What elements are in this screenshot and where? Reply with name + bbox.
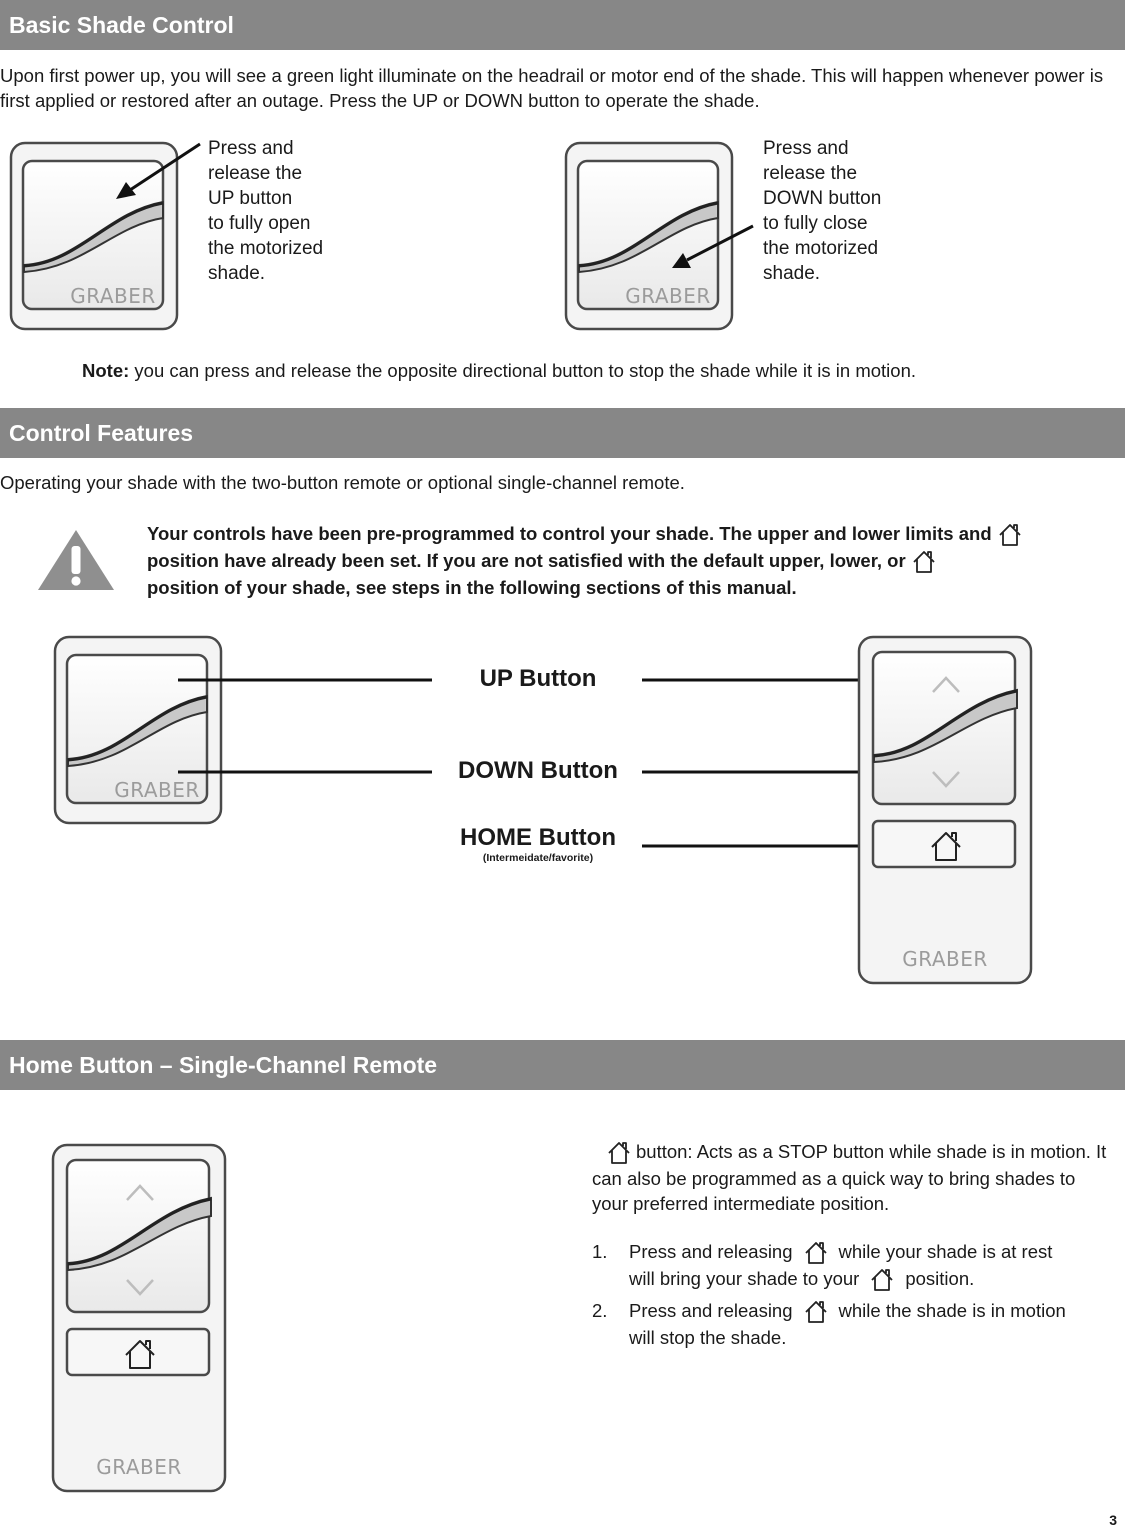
home-button-label: HOME Button <box>460 824 616 851</box>
two-button-remote-up: GRABER <box>9 141 179 331</box>
home-icon <box>125 1340 155 1369</box>
list-number: 1. <box>592 1241 608 1262</box>
section-title-control-features: Control Features <box>0 408 1125 458</box>
brand-logo: GRABER <box>96 1455 182 1479</box>
single-channel-remote: GRABER <box>857 635 1033 985</box>
home-button-sublabel: (Intermeidate/favorite) <box>482 852 594 864</box>
section-title-basic-shade-control: Basic Shade Control <box>0 0 1125 50</box>
list-text: Press and releasing <box>629 1300 793 1321</box>
list-text: while your shade is at rest <box>838 1241 1053 1262</box>
section-title-home-button: Home Button – Single-Channel Remote <box>0 1040 1125 1090</box>
home-icon <box>869 1267 895 1293</box>
chevron-up-icon <box>932 676 960 693</box>
list-item: 2. Press and releasing while the shade is… <box>592 1298 1122 1350</box>
list-text: position. <box>905 1268 975 1290</box>
list-text: Press and releasing <box>629 1241 793 1262</box>
chevron-up-icon <box>126 1184 154 1201</box>
warning-line-1: Your controls have been pre-programmed t… <box>147 523 992 544</box>
warning-icon <box>38 530 114 590</box>
arrow-pointer <box>116 142 201 199</box>
list-item: 1. Press and releasing while your shade i… <box>592 1239 1122 1293</box>
list-number: 2. <box>592 1300 608 1321</box>
single-channel-remote: GRABER <box>51 1143 227 1493</box>
note-label: Note: <box>82 360 130 381</box>
home-icon <box>606 1140 632 1166</box>
brand-logo: GRABER <box>902 947 988 971</box>
down-button-label: DOWN Button <box>458 757 618 784</box>
brand-logo: GRABER <box>70 284 156 308</box>
list-text: will stop the shade. <box>629 1327 787 1349</box>
home-icon <box>911 549 937 575</box>
warning-line-3: position of your shade, see steps in the… <box>147 577 797 599</box>
brand-logo: GRABER <box>625 284 711 308</box>
home-description: button: Acts as a STOP button while shad… <box>592 1139 1112 1216</box>
note-text: Note: you can press and release the oppo… <box>82 358 1082 383</box>
list-text: while the shade is in motion <box>838 1300 1066 1321</box>
up-button-label: UP Button <box>479 665 597 692</box>
warning-text: Your controls have been pre-programmed t… <box>147 521 1117 601</box>
home-icon <box>997 522 1023 548</box>
home-description-text: button: Acts as a STOP button while shad… <box>592 1141 1107 1215</box>
up-caption: Press and release the UP button to fully… <box>208 138 324 284</box>
features-intro-text: Operating your shade with the two-button… <box>0 472 685 493</box>
basic-intro-text: Upon first power up, you will see a gree… <box>0 65 1104 111</box>
two-button-remote: GRABER <box>53 635 223 825</box>
home-icon <box>803 1299 829 1325</box>
home-icon <box>931 832 961 861</box>
chevron-down-icon <box>932 771 960 788</box>
page-number: 3 <box>1109 1512 1117 1528</box>
arrow-pointer <box>672 224 754 268</box>
down-caption: Press and release the DOWN button to ful… <box>763 138 882 284</box>
chevron-down-icon <box>126 1279 154 1296</box>
home-icon <box>803 1240 829 1266</box>
list-text: will bring your shade to your <box>629 1268 860 1290</box>
brand-logo: GRABER <box>114 778 200 802</box>
note-body: you can press and release the opposite d… <box>129 360 917 381</box>
warning-line-2: position have already been set. If you a… <box>147 550 906 572</box>
